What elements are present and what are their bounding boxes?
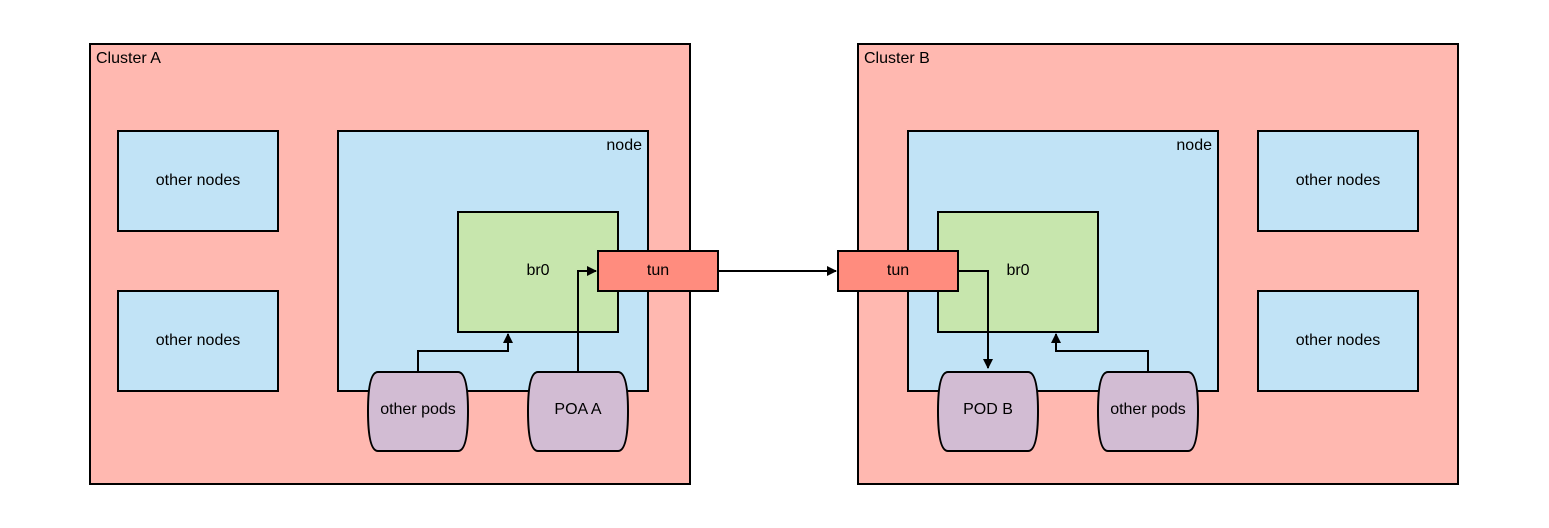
tun-box[interactable] <box>597 250 719 292</box>
pod-label: other pods <box>380 401 456 418</box>
pod-label: POA A <box>554 401 601 418</box>
pod-label: POD B <box>963 401 1013 418</box>
pod-poa-a[interactable] <box>526 371 630 452</box>
other-pods-to-br0-arrow <box>1051 333 1149 372</box>
other-nodes-label: other nodes <box>156 172 241 189</box>
bridge-br0-label: br0 <box>526 262 549 279</box>
poa-a-to-tun-arrow <box>577 266 597 372</box>
tun-box[interactable] <box>837 250 959 292</box>
node-label: node <box>606 137 642 154</box>
other-nodes-box[interactable] <box>1257 130 1419 232</box>
bridge-br0-label: br0 <box>1006 262 1029 279</box>
other-nodes-label: other nodes <box>156 332 241 349</box>
cluster-b: Cluster B node other nodes other nodes b… <box>837 43 1459 485</box>
node-label: node <box>1176 137 1212 154</box>
cluster-a: Cluster A other nodes other nodes node b… <box>89 43 719 485</box>
other-nodes-label: other nodes <box>1296 332 1381 349</box>
other-nodes-label: other nodes <box>1296 172 1381 189</box>
other-nodes-box[interactable] <box>117 130 279 232</box>
cluster-a-label: Cluster A <box>96 50 161 67</box>
pod-pod-b[interactable] <box>936 371 1040 452</box>
tun-to-pod-b-arrow <box>958 270 993 369</box>
pod-other-pods[interactable] <box>366 371 470 452</box>
tun-label: tun <box>647 262 669 279</box>
other-pods-to-br0-arrow <box>417 333 513 372</box>
other-nodes-box[interactable] <box>117 290 279 392</box>
tun-label: tun <box>887 262 909 279</box>
pod-other-pods[interactable] <box>1096 371 1200 452</box>
other-nodes-box[interactable] <box>1257 290 1419 392</box>
pod-label: other pods <box>1110 401 1186 418</box>
cluster-b-label: Cluster B <box>864 50 930 67</box>
